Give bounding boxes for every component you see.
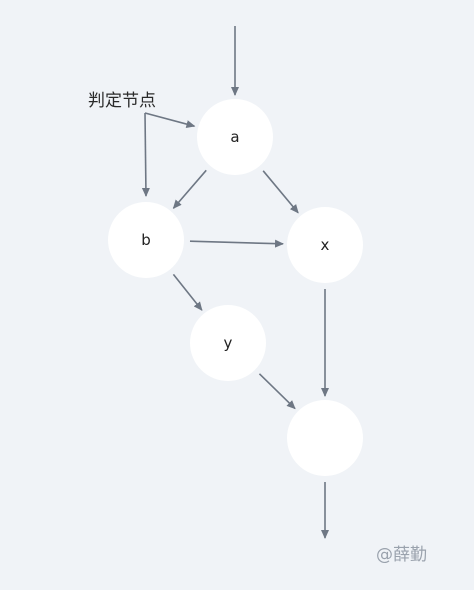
edge-b-to-x [189, 239, 285, 248]
node-b-circle [108, 202, 184, 278]
node-a-circle [197, 99, 273, 175]
node-end-circle [287, 400, 363, 476]
node-b-label: b [141, 231, 151, 249]
edge-y-to-end [258, 373, 296, 410]
annotation-label: 判定节点 [88, 91, 156, 111]
node-x: x [287, 207, 363, 283]
nodes-layer: a b x y [108, 99, 363, 476]
node-y-label: y [224, 334, 233, 352]
edge-a-to-x [262, 170, 299, 214]
node-end [287, 400, 363, 476]
edges-layer [141, 26, 329, 539]
node-x-circle [287, 207, 363, 283]
node-x-label: x [321, 236, 330, 254]
node-a: a [197, 99, 273, 175]
edge-a-to-b [172, 169, 207, 209]
node-a-label: a [230, 128, 239, 146]
watermark-text: @薛勤 [376, 545, 427, 565]
node-y: y [190, 305, 266, 381]
annotation-arrow-to-b [141, 112, 150, 197]
annotation-arrow-to-a [144, 112, 196, 128]
node-b: b [108, 202, 184, 278]
node-y-circle [190, 305, 266, 381]
edge-b-to-y [172, 273, 203, 311]
